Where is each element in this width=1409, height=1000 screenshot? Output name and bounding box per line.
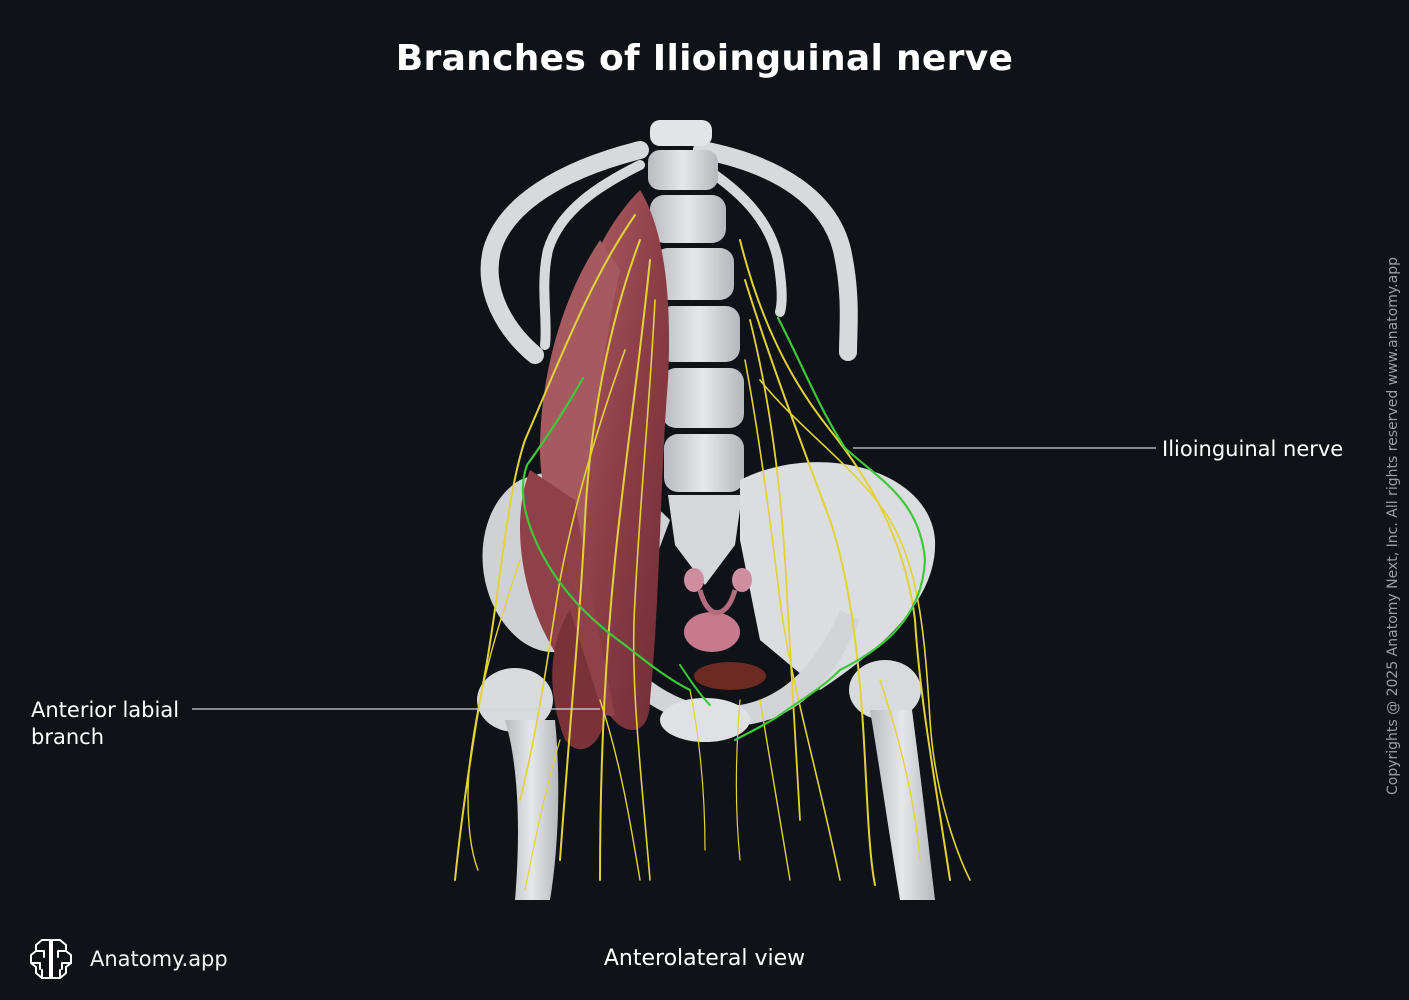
copyright-notice: Copyrights @ 2025 Anatomy Next, Inc. All… bbox=[1385, 257, 1401, 796]
label-anterior-labial-line2: branch bbox=[31, 725, 104, 749]
lumbar-spine bbox=[648, 120, 744, 585]
label-anterior-labial-branch: Anterior labial branch bbox=[31, 697, 231, 751]
brain-icon bbox=[30, 939, 72, 979]
pelvic-organs bbox=[684, 568, 766, 690]
label-anterior-labial-line1: Anterior labial bbox=[31, 698, 180, 722]
brand-name: Anatomy.app bbox=[90, 947, 228, 971]
label-ilioinguinal-nerve: Ilioinguinal nerve bbox=[1162, 437, 1344, 461]
page-title: Branches of Ilioinguinal nerve bbox=[395, 38, 1014, 79]
view-caption: Anterolateral view bbox=[603, 946, 806, 971]
brand-logo: Anatomy.app bbox=[26, 934, 228, 984]
nerve-network bbox=[454, 214, 971, 891]
ilioinguinal-nerve-highlight bbox=[521, 316, 927, 742]
ribs bbox=[480, 141, 858, 364]
